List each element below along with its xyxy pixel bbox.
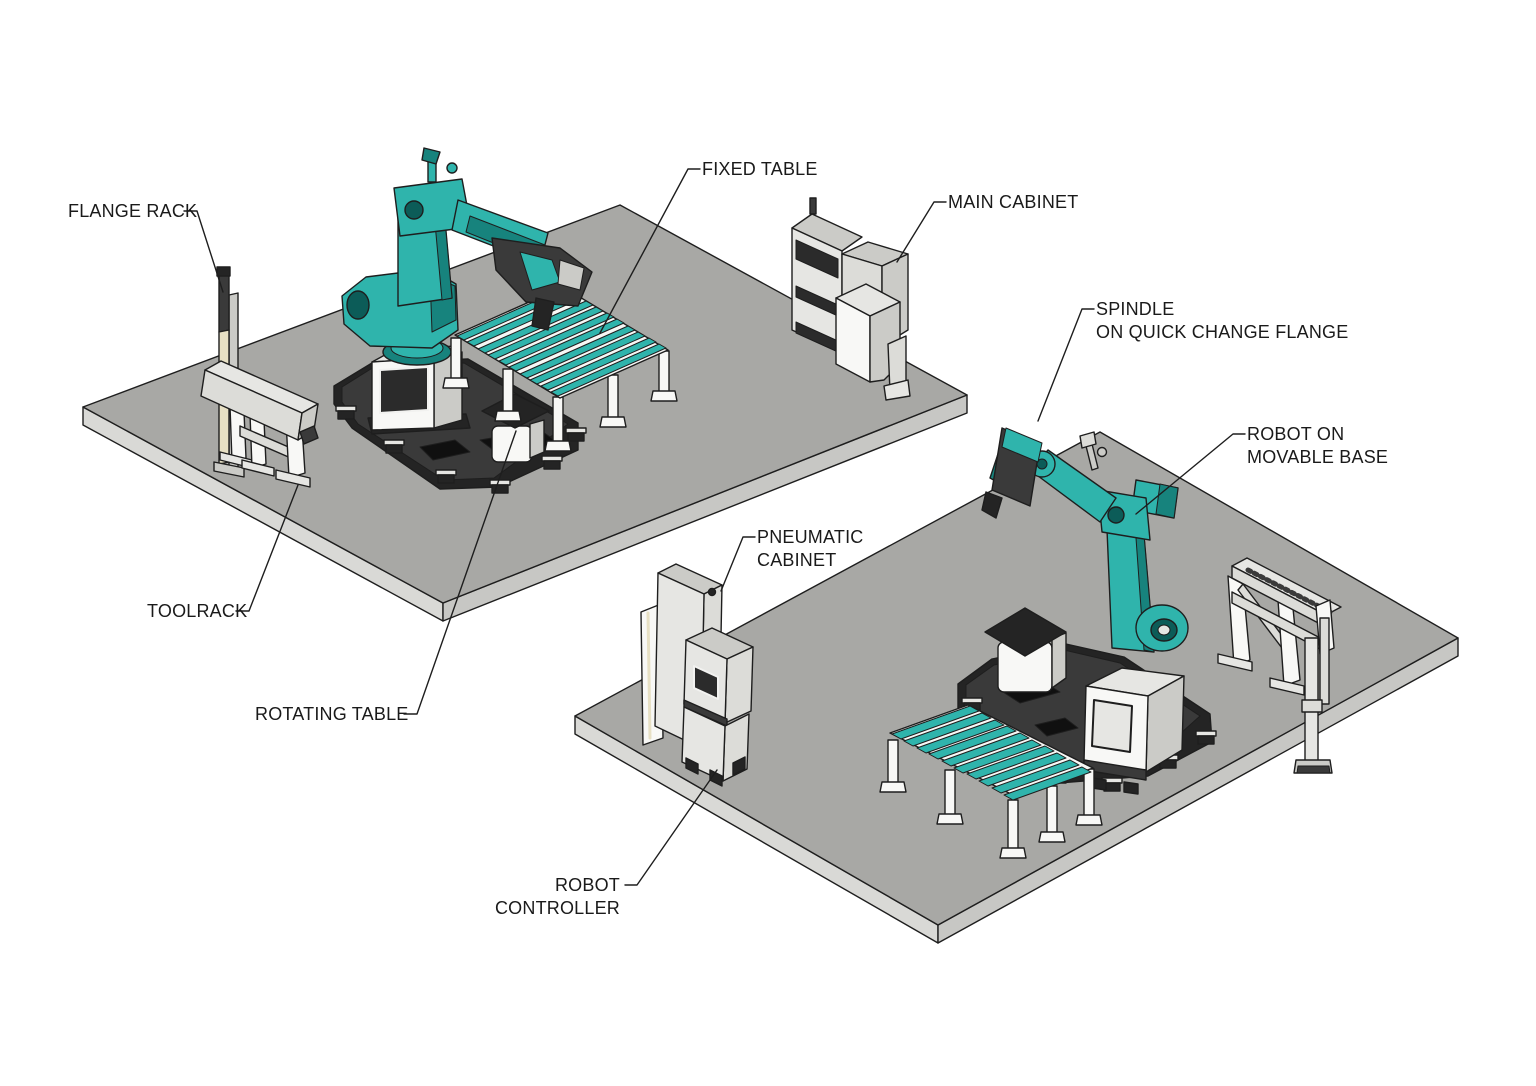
label-rotating-table: ROTATING TABLE — [255, 704, 409, 724]
leader-main-cabinet — [896, 201, 947, 263]
label-robot-on-movable-base: ROBOT ON MOVABLE BASE — [1247, 424, 1389, 467]
leader-spindle — [1037, 308, 1095, 422]
fixed-table-right-slats — [891, 705, 1092, 801]
robot-arm-right — [981, 427, 1189, 653]
leader-toolrack — [235, 484, 299, 612]
main-cabinet — [791, 197, 911, 401]
leader-flange-rack — [183, 210, 224, 293]
robot-pedestal-right — [1083, 667, 1185, 795]
robot-arm — [341, 147, 593, 349]
toolrack-right — [1217, 557, 1342, 774]
label-pneumatic-cabinet: PNEUMATIC CABINET — [757, 527, 864, 570]
label-toolrack: TOOLRACK — [147, 601, 248, 621]
rotating-table-right — [984, 607, 1067, 693]
leader-rotating-table — [403, 430, 517, 715]
leader-pneumatic-cabinet — [720, 536, 756, 592]
leader-fixed-table — [599, 168, 701, 334]
leader-robot-controller — [624, 769, 718, 886]
label-robot-controller: ROBOT CONTROLLER — [494, 875, 620, 918]
label-fixed-table: FIXED TABLE — [702, 159, 818, 179]
leader-robot-on-movable-base — [1135, 433, 1246, 515]
fixed-table-right — [879, 704, 1103, 859]
label-spindle: SPINDLE ON QUICK CHANGE FLANGE — [1096, 299, 1349, 342]
toolrack — [200, 360, 319, 488]
label-flange-rack: FLANGE RACK — [68, 201, 198, 221]
leader-lines — [183, 168, 1246, 886]
base-feet — [335, 405, 587, 494]
robot-controller — [681, 627, 754, 787]
fixed-table-right-legs — [879, 739, 1103, 859]
fixed-table-legs — [442, 337, 678, 452]
label-main-cabinet: MAIN CABINET — [948, 192, 1079, 212]
